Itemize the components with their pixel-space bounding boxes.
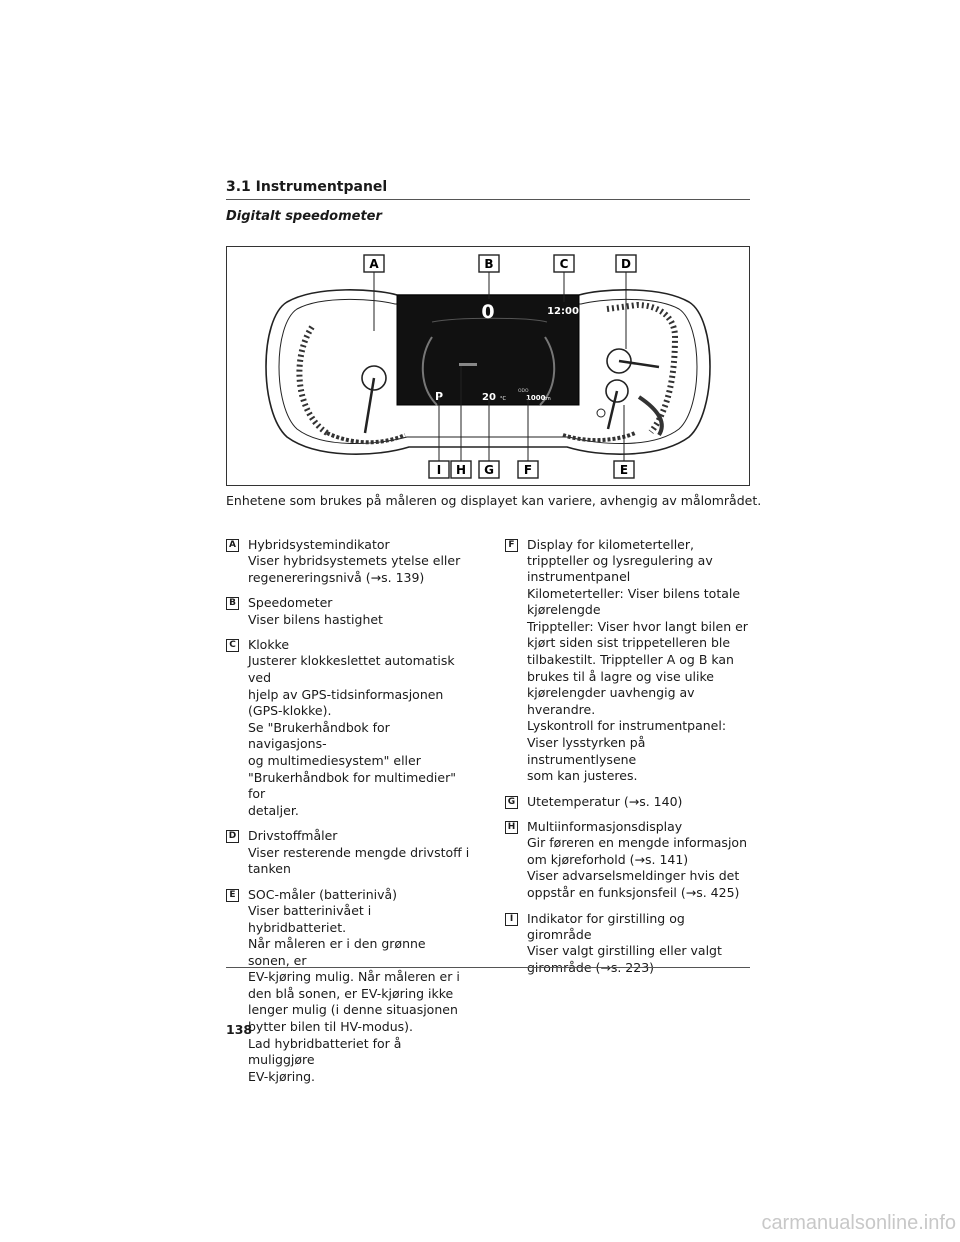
legend-title: Utetemperatur (→s. 140) — [527, 793, 683, 809]
legend-badge: B — [226, 597, 239, 611]
legend-badge: G — [505, 795, 518, 809]
legend-description: Viser hybridsystemets ytelse eller regen… — [248, 553, 461, 585]
legend-badge: I — [505, 912, 518, 926]
legend-description: Viser resterende mengde drivstoff i tank… — [248, 844, 470, 877]
watermark: carmanualsonline.info — [761, 1212, 956, 1234]
page-number: 138 — [226, 1022, 253, 1037]
legend-title: SOC-måler (batterinivå) — [248, 886, 398, 902]
callout-letter: D — [621, 257, 631, 271]
callout-b: B — [478, 254, 500, 273]
legend-description: Viser valgt girstilling eller valgt giro… — [527, 942, 722, 975]
callout-i: I — [428, 460, 450, 479]
legend-item-f: F Display for kilometerteller, tripptelle… — [505, 537, 750, 785]
temp-unit: °C — [500, 396, 507, 402]
callout-letter: E — [620, 463, 628, 477]
legend-description: Viser batterinivået i hybridbatteriet. N… — [248, 902, 460, 1084]
figure-caption: Enhetene som brukes på måleren og displa… — [226, 493, 762, 508]
callout-f: F — [517, 460, 539, 479]
figure-subtitle: Digitalt speedometer — [226, 209, 382, 224]
legend-title: Indikator for girstilling og girområde — [527, 910, 685, 942]
legend-badge: A — [226, 539, 239, 552]
callout-letter: C — [560, 257, 569, 271]
speed-readout: 0 — [481, 301, 494, 323]
item-list-right: F Display for kilometerteller, tripptelle… — [505, 537, 750, 985]
callout-letter: G — [484, 463, 494, 477]
callout-labels: A B C D I H G F E — [363, 254, 637, 479]
legend-description: Gir føreren en mengde informasjon om kjø… — [527, 835, 747, 900]
callout-a: A — [363, 254, 385, 273]
callout-letter: A — [369, 257, 379, 271]
legend-item-g: G Utetemperatur (→s. 140) — [505, 794, 750, 810]
legend-description: Kilometerteller: Viser bilens totale kjø… — [527, 585, 748, 784]
clock-readout: 12:00 — [547, 306, 579, 317]
callout-e: E — [613, 460, 635, 479]
legend-badge: D — [226, 830, 239, 844]
callout-h: H — [450, 460, 472, 479]
odo-label: ODO — [518, 388, 529, 394]
legend-title: Multiinformasjonsdisplay — [527, 818, 683, 834]
bottom-rule — [226, 967, 750, 968]
legend-title: Display for kilometerteller, trippteller… — [527, 537, 713, 585]
legend-badge: F — [505, 539, 518, 552]
legend-title: Klokke — [248, 637, 290, 653]
odo-unit: km — [543, 396, 551, 402]
legend-description: Viser bilens hastighet — [248, 611, 383, 627]
legend-title: Drivstoffmåler — [248, 828, 338, 844]
section-header: 3.1 Instrumentpanel — [226, 178, 750, 200]
legend-badge: E — [226, 888, 239, 902]
legend-title: Speedometer — [248, 595, 333, 611]
callout-letter: H — [456, 463, 466, 477]
legend-badge: H — [505, 820, 518, 834]
legend-item-e: E SOC-måler (batterinivå)Viser batteriniv… — [226, 887, 471, 1086]
callout-c: C — [553, 254, 575, 273]
callout-letter: F — [524, 463, 532, 477]
callout-letter: I — [437, 463, 441, 477]
legend-title: Hybridsystemindikator — [248, 537, 390, 552]
temp-readout: 20 — [482, 392, 496, 403]
callout-letter: B — [484, 257, 493, 271]
callout-d: D — [615, 254, 637, 273]
legend-badge: C — [226, 639, 239, 653]
odo-value: 1000 — [526, 394, 546, 402]
legend-description: Justerer klokkeslettet automatisk ved hj… — [248, 653, 456, 818]
callout-g: G — [478, 460, 500, 479]
